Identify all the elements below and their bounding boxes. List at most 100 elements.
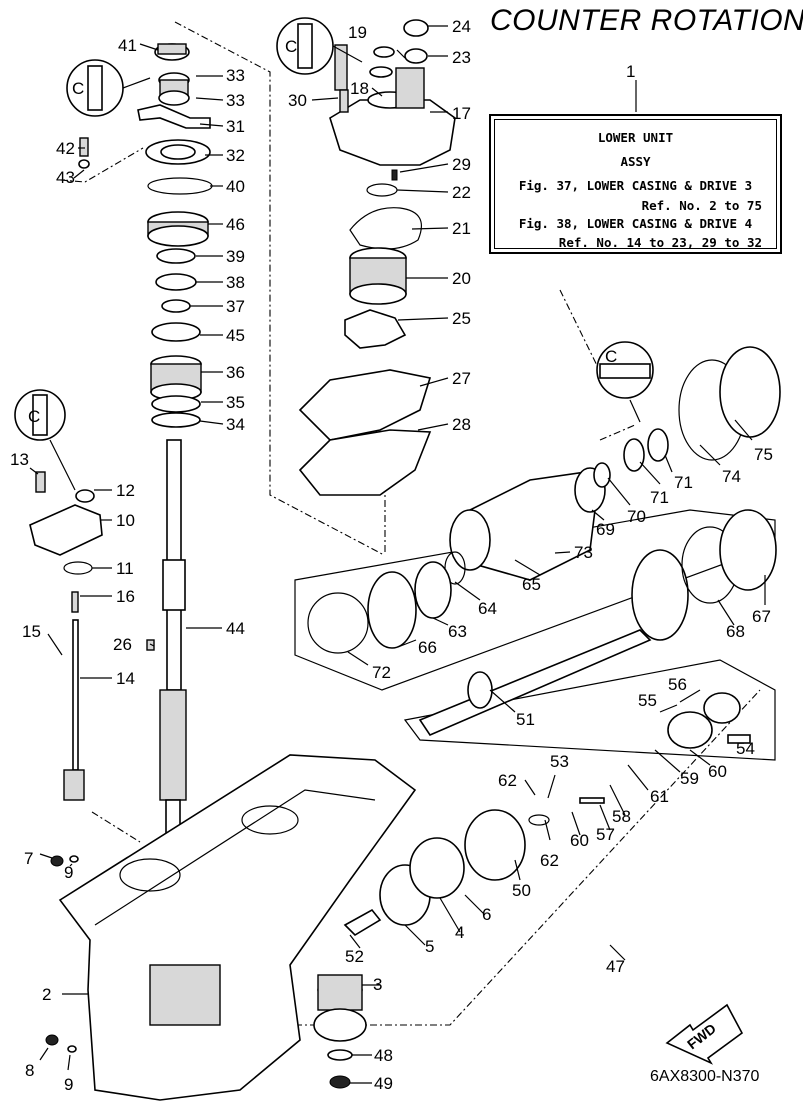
part-label: 38	[226, 273, 245, 292]
callout-letter: C	[285, 37, 297, 56]
part-label: 72	[372, 663, 391, 682]
diagram-code: 6AX8300-N370	[650, 1068, 760, 1085]
part-label: 17	[452, 104, 471, 123]
part-label: 22	[452, 183, 471, 202]
part-label: 35	[226, 393, 245, 412]
part-label: 62	[498, 771, 517, 790]
part-label: 59	[680, 769, 699, 788]
part-label: 13	[10, 450, 29, 469]
part-label: 48	[374, 1046, 393, 1065]
part-label: 50	[512, 881, 531, 900]
part-label: 30	[288, 91, 307, 110]
propeller-shaft	[418, 549, 751, 826]
part-label: 67	[752, 607, 771, 626]
part-label: 24	[452, 17, 471, 36]
part-label: 23	[452, 48, 471, 67]
part-number-labels: 41 33 33 31 42 43 32 40 46 39 38 37 45 3…	[10, 17, 773, 1094]
part-label: 18	[350, 79, 369, 98]
part-label: 8	[25, 1061, 34, 1080]
part-label: 41	[118, 36, 137, 55]
part-label: 44	[226, 619, 245, 638]
part-label: 11	[116, 559, 134, 578]
part-label: 26	[113, 635, 132, 654]
part-label: 10	[116, 511, 135, 530]
page-title: COUNTER ROTATION	[490, 4, 803, 37]
part-label: 43	[56, 168, 75, 187]
lower-gears	[313, 809, 526, 1089]
part-label: 69	[596, 520, 615, 539]
part-label: 33	[226, 91, 245, 110]
part-label: 66	[418, 638, 437, 657]
callout-letter: C	[28, 407, 40, 426]
part-label: 55	[638, 691, 657, 710]
reference-box-inner: LOWER UNIT ASSY Fig. 37, LOWER CASING & …	[494, 119, 777, 250]
part-label: 54	[736, 739, 755, 758]
fwd-arrow: FWD	[665, 1003, 744, 1065]
part-label: 29	[452, 155, 471, 174]
part-label: 60	[570, 831, 589, 850]
callout-letter: C	[72, 79, 84, 98]
part-label: 2	[42, 985, 51, 1004]
reference-number: 1	[626, 62, 636, 81]
part-label: 60	[708, 762, 727, 781]
water-pump	[298, 19, 456, 496]
part-label: 33	[226, 66, 245, 85]
part-label: 64	[478, 599, 497, 618]
part-label: 73	[574, 543, 593, 562]
part-label: 58	[612, 807, 631, 826]
part-label: 37	[226, 297, 245, 316]
part-label: 6	[482, 905, 491, 924]
part-label: 15	[22, 622, 41, 641]
reference-line: Ref. No. 2 to 75	[641, 198, 762, 213]
small-fasteners	[78, 89, 349, 169]
part-label: 74	[722, 467, 741, 486]
part-label: 4	[455, 923, 464, 942]
reference-box: LOWER UNIT ASSY Fig. 37, LOWER CASING & …	[489, 114, 782, 254]
part-label: 47	[606, 957, 625, 976]
part-label: 61	[650, 787, 669, 806]
part-label: 75	[754, 445, 773, 464]
part-label: 14	[116, 669, 135, 688]
drive-shaft-stack	[137, 43, 213, 841]
part-label: 3	[373, 975, 382, 994]
part-label: 71	[650, 488, 669, 507]
part-label: 9	[64, 863, 73, 882]
part-label: 21	[452, 219, 471, 238]
reference-line: Fig. 38, LOWER CASING & DRIVE 4	[518, 216, 753, 231]
part-label: 40	[226, 177, 245, 196]
part-label: 62	[540, 851, 559, 870]
part-label: 49	[374, 1074, 393, 1093]
reference-line: ASSY	[620, 154, 651, 169]
part-label: 25	[452, 309, 471, 328]
part-label: 20	[452, 269, 471, 288]
part-label: 57	[596, 825, 615, 844]
reference-line: Fig. 37, LOWER CASING & DRIVE 3	[518, 178, 753, 193]
leader-lines	[29, 25, 766, 1084]
reference-line: LOWER UNIT	[597, 130, 674, 145]
part-label: 9	[64, 1075, 73, 1094]
part-label: 39	[226, 247, 245, 266]
reference-line: Ref. No. 14 to 23, 29 to 32	[558, 235, 762, 250]
part-label: 63	[448, 622, 467, 641]
callout-circles: C C C C	[14, 17, 654, 491]
part-label: 46	[226, 215, 245, 234]
part-label: 31	[226, 117, 245, 136]
part-label: 70	[627, 507, 646, 526]
part-label: 27	[452, 369, 471, 388]
part-label: 12	[116, 481, 135, 500]
part-label: 45	[226, 326, 245, 345]
part-label: 36	[226, 363, 245, 382]
part-label: 28	[452, 415, 471, 434]
shift-rod	[29, 471, 103, 1053]
callout-letter: C	[605, 347, 617, 366]
part-label: 52	[345, 947, 364, 966]
part-label: 68	[726, 622, 745, 641]
part-label: 7	[24, 849, 33, 868]
lower-casing	[58, 754, 417, 1101]
part-label: 56	[668, 675, 687, 694]
part-label: 5	[425, 937, 434, 956]
part-label: 71	[674, 473, 693, 492]
part-label: 32	[226, 146, 245, 165]
